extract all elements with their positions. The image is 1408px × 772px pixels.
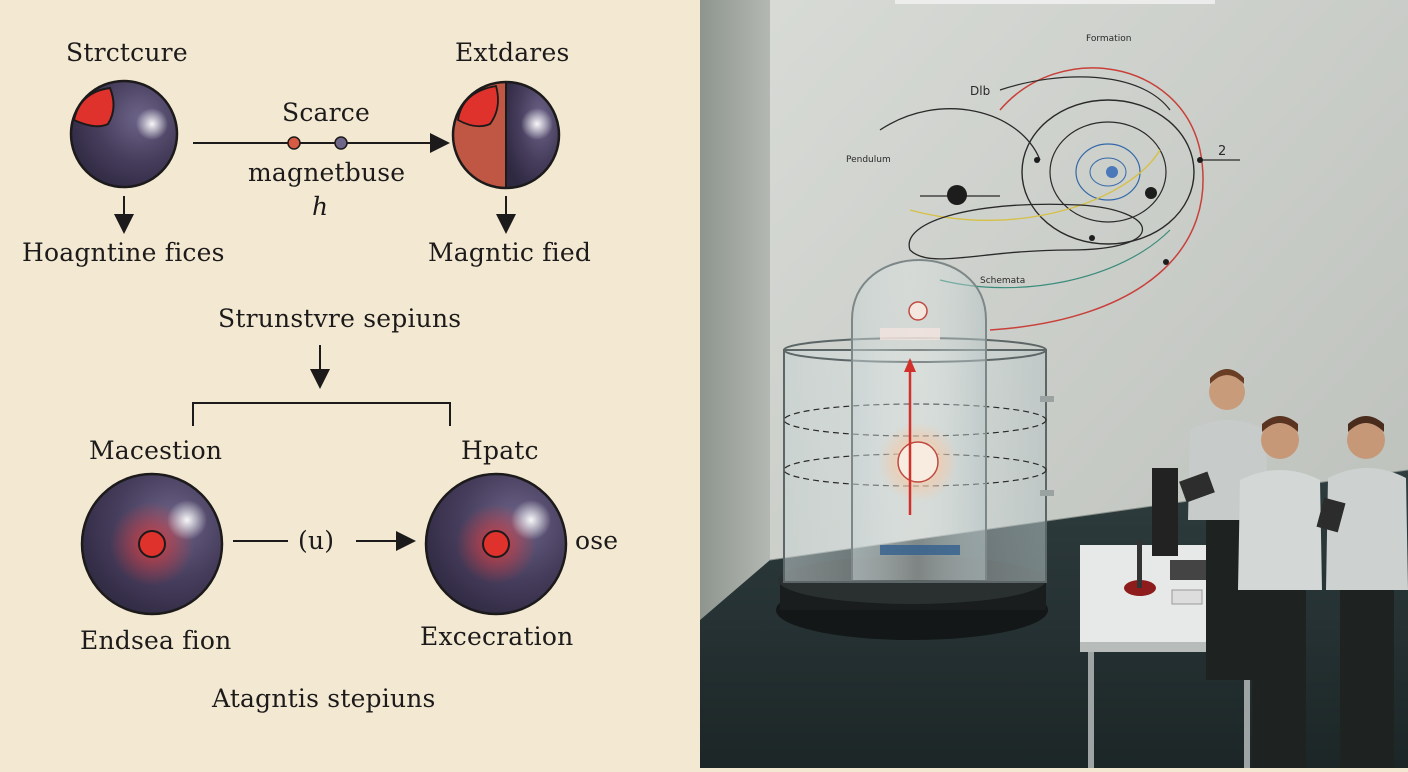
title-hpatc: Hpatc bbox=[461, 436, 539, 465]
glass-chamber bbox=[776, 259, 1054, 640]
scientist-2 bbox=[1238, 416, 1322, 768]
title-macestion: Macestion bbox=[89, 436, 223, 465]
wall-note-formation: Formation bbox=[1086, 34, 1132, 44]
top-connector-arrow bbox=[193, 133, 450, 153]
diagram-graphics bbox=[69, 79, 568, 616]
title-extdares: Extdares bbox=[455, 38, 570, 67]
wall-note-pendulum: Pendulum bbox=[846, 155, 891, 165]
label-strunstvre-sepiuns: Strunstvre sepiuns bbox=[218, 304, 462, 333]
lab-photo: Formation Dlb Pendulum 2 Schemata bbox=[700, 0, 1408, 768]
title-structure: Strctcure bbox=[66, 38, 188, 67]
label-scarce: Scarce bbox=[282, 98, 370, 127]
label-magnetbuse: magnetbuse bbox=[248, 158, 406, 187]
bracket bbox=[192, 402, 451, 426]
caption-magntic-fied: Magntic fied bbox=[428, 238, 592, 267]
footer-atagntis-stepiuns: Atagntis stepiuns bbox=[212, 684, 436, 713]
sphere-structure bbox=[69, 79, 179, 189]
wall-black-dot bbox=[947, 185, 967, 205]
scientist-3 bbox=[1316, 416, 1408, 768]
diagram-panel: Strctcure Extdares Scarce magnetbuse h H… bbox=[0, 0, 700, 768]
sphere-hpatc bbox=[424, 472, 568, 616]
wall-orbit-sketch bbox=[879, 67, 1240, 331]
caption-hoagntine: Hoagntine fices bbox=[22, 238, 225, 267]
wall-note-schemata: Schemata bbox=[980, 276, 1026, 286]
label-ose: ose bbox=[575, 526, 619, 555]
symbol-u: (u) bbox=[298, 526, 335, 555]
wall-note-2: 2 bbox=[1218, 144, 1227, 159]
caption-endsea-fion: Endsea fion bbox=[80, 626, 232, 655]
symbol-h: h bbox=[312, 192, 329, 221]
wall-note-dlb: Dlb bbox=[970, 84, 991, 98]
sphere-macestion bbox=[80, 472, 224, 616]
lab-scene bbox=[700, 0, 1408, 768]
sphere-extdares bbox=[451, 80, 561, 190]
caption-excecration: Excecration bbox=[420, 622, 574, 651]
